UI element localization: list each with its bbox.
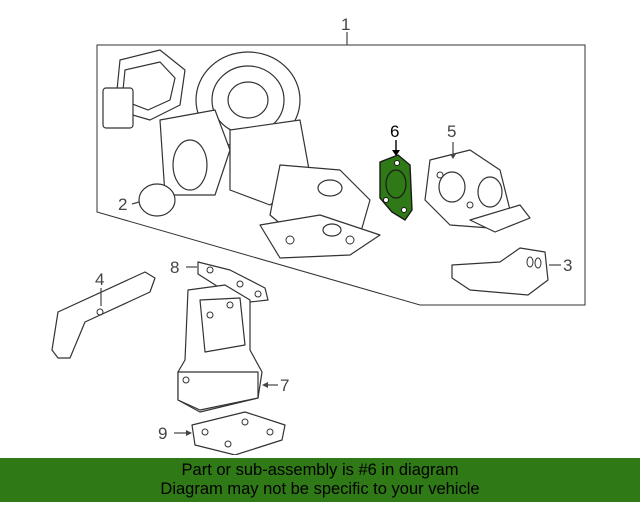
banner-line-2: Diagram may not be specific to your vehi…: [160, 480, 480, 498]
info-banner: Part or sub-assembly is #6 in diagram Di…: [0, 458, 640, 502]
part-7-housing: [177, 284, 278, 413]
part-4-support: [51, 271, 156, 359]
callout-7[interactable]: 7: [280, 376, 289, 395]
callout-4[interactable]: 4: [95, 270, 104, 289]
part-5-elbow: [424, 142, 531, 233]
callout-9[interactable]: 9: [158, 424, 167, 443]
part-2-o-ring: [131, 183, 176, 217]
part-6-gasket: [379, 140, 413, 221]
banner-line-1: Part or sub-assembly is #6 in diagram: [181, 461, 459, 479]
parts-diagram: 1 2 6: [51, 15, 586, 455]
callout-6[interactable]: 6: [390, 122, 399, 141]
turbocharger: [102, 49, 381, 259]
callout-8[interactable]: 8: [170, 258, 179, 277]
callout-3[interactable]: 3: [563, 256, 572, 275]
assembly-1-outline: [96, 32, 586, 306]
part-8-gasket: [186, 261, 269, 303]
part-3-bracket: [451, 247, 561, 296]
callout-5[interactable]: 5: [447, 122, 456, 141]
callout-1[interactable]: 1: [341, 15, 350, 34]
callout-2[interactable]: 2: [118, 195, 127, 214]
part-9-gasket: [174, 411, 286, 455]
